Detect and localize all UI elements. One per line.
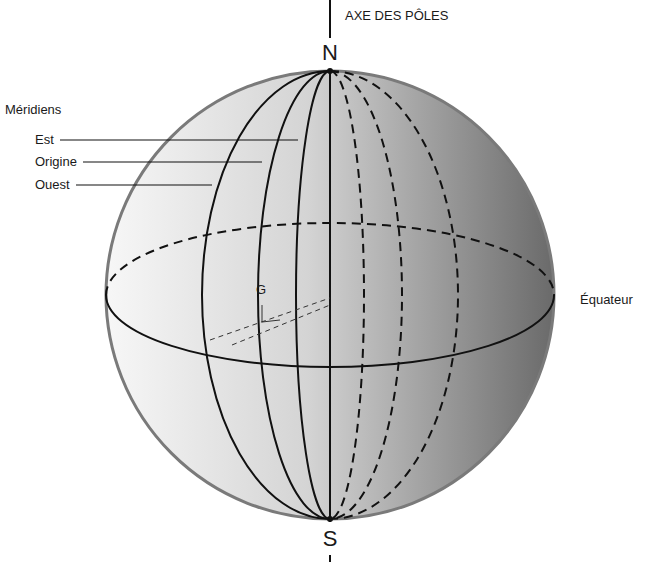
pole-point bbox=[327, 68, 333, 74]
axis-label: AXE DES PÔLES bbox=[345, 8, 448, 24]
construction-line bbox=[210, 298, 330, 340]
pole-label: N bbox=[322, 40, 338, 66]
polar-axis bbox=[329, 0, 331, 38]
meridian-back bbox=[330, 71, 458, 519]
meridian-east bbox=[296, 71, 330, 519]
meridian-back bbox=[330, 71, 402, 519]
leader-line bbox=[76, 184, 212, 185]
meridian-back bbox=[330, 71, 364, 519]
pole-point bbox=[327, 516, 333, 522]
meridian-label: Ouest bbox=[35, 177, 70, 193]
meridian-label: Est bbox=[35, 132, 54, 148]
construction-line bbox=[262, 320, 280, 322]
construction-line bbox=[262, 305, 263, 322]
pole-label: S bbox=[323, 526, 338, 552]
leader-line bbox=[83, 161, 262, 162]
meridian-label: Origine bbox=[35, 154, 77, 170]
leader-line bbox=[60, 139, 298, 140]
polar-axis bbox=[329, 70, 331, 522]
polar-axis bbox=[329, 555, 331, 562]
meridian-origin bbox=[258, 71, 330, 519]
group-label: Méridiens bbox=[5, 102, 61, 118]
construction-line bbox=[232, 305, 330, 345]
point-label: G bbox=[256, 282, 266, 298]
meridian-west bbox=[202, 71, 330, 519]
equator-label: Équateur bbox=[580, 292, 633, 308]
